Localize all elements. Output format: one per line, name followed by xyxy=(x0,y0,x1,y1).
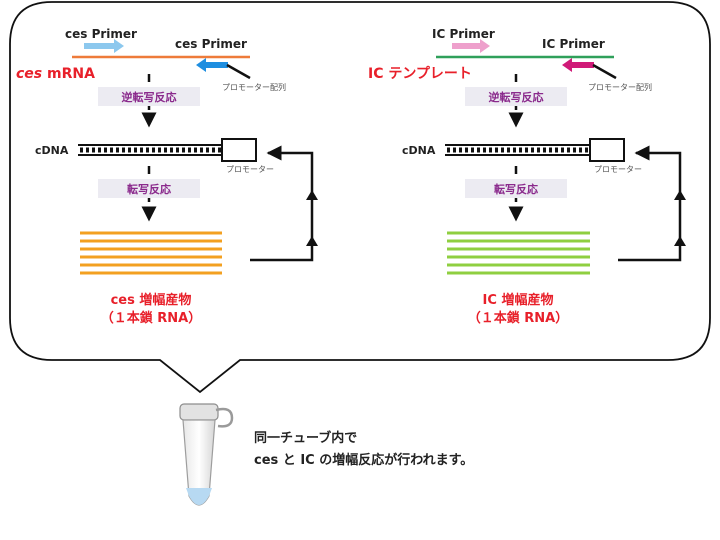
left-product-line1: ces 増幅産物 xyxy=(111,292,192,308)
tube-note: 同一チューブ内で ces と IC の増幅反応が行われます。 xyxy=(254,428,473,472)
right-panel: IC Primer IC Primer プロモーター配列 IC テンプレート 逆… xyxy=(368,27,686,326)
right-step1-label: 逆転写反応 xyxy=(489,90,544,104)
left-loop-path xyxy=(250,145,314,262)
right-product-stripes xyxy=(447,231,590,275)
right-step2-label: 転写反応 xyxy=(494,182,538,196)
left-step2-box xyxy=(98,179,200,198)
right-primer-rev-arrow xyxy=(562,58,594,72)
right-promoter-label: プロモーター xyxy=(594,165,642,174)
right-primer-rev-label: IC Primer xyxy=(542,37,605,51)
left-loop-arrow-1 xyxy=(306,236,318,246)
left-product-stripes xyxy=(80,231,222,275)
right-promoter-box xyxy=(589,138,625,162)
left-cdna-label: cDNA xyxy=(35,144,69,157)
tube-icon xyxy=(179,403,234,506)
right-loop-arrow-2 xyxy=(674,190,686,200)
right-template-label: IC テンプレート xyxy=(368,66,472,82)
left-promoter-label: プロモーター xyxy=(226,165,274,174)
left-promoter-box xyxy=(221,138,257,162)
left-step1-label: 逆転写反応 xyxy=(122,90,177,104)
right-primer-fwd-label: IC Primer xyxy=(432,27,495,41)
left-loop-arrow-2 xyxy=(306,190,318,200)
right-promoter-seq-label: プロモーター配列 xyxy=(588,82,652,92)
right-loop-arrow-1 xyxy=(674,236,686,246)
left-promoter-seq-label: プロモーター配列 xyxy=(222,82,286,92)
left-primer-rev-label: ces Primer xyxy=(175,37,247,51)
right-primer-fwd-arrow xyxy=(452,39,490,53)
right-cdna-label: cDNA xyxy=(402,144,436,157)
right-step1-box xyxy=(465,87,567,106)
left-step1-box xyxy=(98,87,200,106)
left-primer-rev-arrow xyxy=(196,58,228,72)
left-template-label: ces mRNA xyxy=(16,66,95,82)
left-panel: ces Primer ces Primer プロモーター配列 ces mRNA … xyxy=(16,27,318,326)
left-primer-fwd-label: ces Primer xyxy=(65,27,137,41)
left-primer-fwd-arrow xyxy=(84,39,124,53)
right-step2-box xyxy=(465,179,567,198)
right-product-line1: IC 増幅産物 xyxy=(483,292,554,308)
right-loop-path xyxy=(618,145,682,262)
left-product-line2: （１本鎖 RNA） xyxy=(101,310,201,326)
tube-note-line1: 同一チューブ内で xyxy=(254,431,358,446)
left-promoter-tail xyxy=(226,63,251,80)
right-product-line2: （１本鎖 RNA） xyxy=(468,310,568,326)
tube-note-line2: ces と IC の増幅反応が行われます。 xyxy=(254,453,474,468)
left-step2-label: 転写反応 xyxy=(127,182,171,196)
right-promoter-tail xyxy=(592,63,617,80)
